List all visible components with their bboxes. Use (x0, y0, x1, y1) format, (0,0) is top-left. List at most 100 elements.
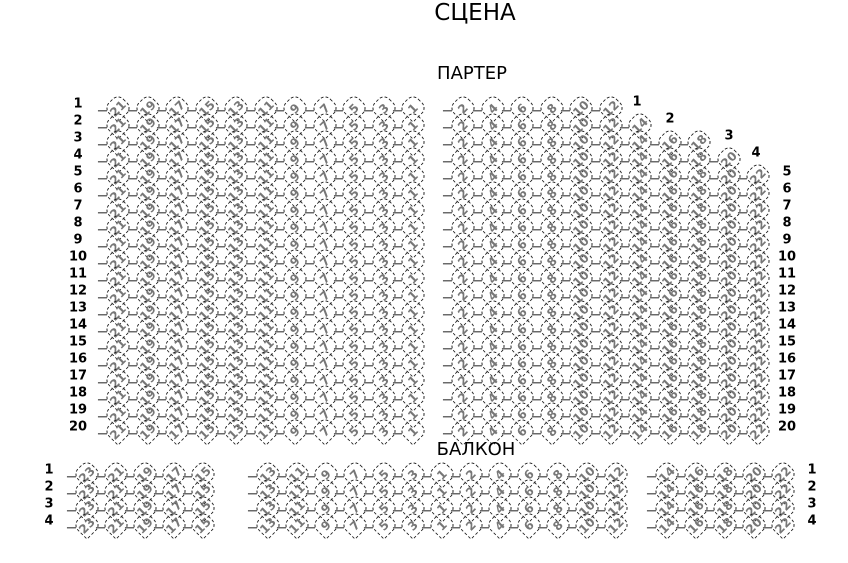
seat-number: 4 (484, 423, 501, 439)
seat-number: 1 (434, 517, 450, 533)
seat-number: 15 (192, 514, 214, 536)
seat-balcony-row-4-21[interactable]: 21 (101, 510, 131, 540)
seat-balcony-row-4-20[interactable]: 20 (739, 510, 769, 540)
seat-balcony-row-4-3[interactable]: 3 (398, 510, 428, 540)
seat-number: 3 (405, 517, 421, 533)
seat-number: 16 (685, 514, 707, 536)
seat-balcony-row-4-19[interactable]: 19 (130, 510, 160, 540)
seat-parter-row-20-3[interactable]: 3 (368, 416, 399, 446)
parter-row-label-right: 6 (782, 181, 792, 197)
seat-number: 6 (521, 517, 537, 533)
seat-number: 2 (463, 517, 479, 533)
seat-number: 21 (105, 514, 127, 536)
seat-parter-row-20-11[interactable]: 11 (250, 416, 281, 446)
balcony-row-label-right: 1 (807, 462, 817, 478)
seat-number: 5 (346, 423, 362, 439)
balcony-section-label: БАЛКОН (436, 439, 516, 460)
parter-row-label-right: 18 (777, 385, 797, 401)
parter-row-label-left: 15 (68, 334, 88, 350)
parter-row-label-left: 13 (68, 300, 88, 316)
seat-parter-row-20-9[interactable]: 9 (280, 416, 310, 446)
seat-balcony-row-4-13[interactable]: 13 (253, 510, 283, 540)
seat-balcony-row-4-16[interactable]: 16 (681, 510, 711, 540)
seat-balcony-row-4-7[interactable]: 7 (340, 510, 370, 540)
seat-parter-row-20-13[interactable]: 13 (221, 416, 251, 446)
balcony-row-label-right: 3 (807, 496, 817, 512)
seat-balcony-row-4-12[interactable]: 12 (601, 510, 631, 540)
seat-number: 22 (772, 514, 794, 536)
balcony-row-label-left: 3 (44, 496, 54, 512)
seat-number: 19 (136, 420, 159, 442)
parter-row-label-right: 19 (777, 402, 797, 418)
parter-row-label-left: 9 (73, 232, 83, 248)
parter-row-label-right: 17 (777, 368, 797, 384)
seat-parter-row-20-20[interactable]: 20 (713, 416, 744, 446)
parter-row-label-right: 7 (782, 198, 792, 214)
seat-number: 18 (714, 514, 736, 536)
seat-number: 11 (286, 514, 308, 536)
seat-parter-row-20-7[interactable]: 7 (309, 416, 340, 446)
balcony-row-label-left: 4 (44, 513, 54, 529)
balcony-row-label-right: 4 (807, 513, 817, 529)
parter-row-label-right: 9 (782, 232, 792, 248)
parter-row-label-right: 15 (777, 334, 797, 350)
seat-balcony-row-4-2[interactable]: 2 (456, 510, 486, 540)
seat-parter-row-20-15[interactable]: 15 (191, 416, 222, 446)
parter-row-label-left: 1 (73, 96, 83, 112)
seat-parter-row-20-19[interactable]: 19 (132, 416, 163, 446)
parter-row-label-left: 8 (73, 215, 83, 231)
parter-row-label-right: 13 (777, 300, 797, 316)
seat-number: 9 (287, 423, 303, 439)
seat-number: 16 (658, 420, 681, 442)
seat-parter-row-20-18[interactable]: 18 (684, 416, 714, 446)
seat-number: 7 (316, 423, 333, 439)
seat-balcony-row-4-15[interactable]: 15 (188, 510, 218, 540)
seat-balcony-row-4-8[interactable]: 8 (543, 510, 573, 540)
stage-label: СЦЕНА (434, 0, 516, 26)
seat-balcony-row-4-4[interactable]: 4 (485, 510, 515, 540)
seat-number: 18 (688, 420, 710, 442)
seat-balcony-row-4-10[interactable]: 10 (572, 510, 602, 540)
seat-balcony-row-4-5[interactable]: 5 (369, 510, 399, 540)
seat-parter-row-20-22[interactable]: 22 (743, 416, 773, 446)
seat-number: 17 (163, 514, 185, 536)
seat-number: 23 (76, 514, 98, 536)
seat-number: 12 (599, 420, 622, 442)
seat-number: 13 (225, 420, 247, 442)
seat-parter-row-20-12[interactable]: 12 (595, 416, 626, 446)
seat-balcony-row-4-1[interactable]: 1 (427, 510, 457, 540)
seat-balcony-row-4-18[interactable]: 18 (710, 510, 740, 540)
seat-parter-row-20-10[interactable]: 10 (566, 416, 596, 446)
seat-number: 8 (543, 423, 560, 439)
seat-number: 22 (747, 420, 769, 442)
seat-number: 3 (375, 423, 392, 439)
seat-number: 4 (492, 517, 508, 533)
seat-balcony-row-4-6[interactable]: 6 (514, 510, 544, 540)
seat-balcony-row-4-22[interactable]: 22 (768, 510, 798, 540)
seat-balcony-row-4-11[interactable]: 11 (282, 510, 312, 540)
seat-number: 21 (107, 420, 129, 442)
parter-row-label-left: 16 (68, 351, 88, 367)
seat-number: 20 (717, 420, 740, 442)
parter-row-label-right: 1 (632, 94, 642, 110)
seat-balcony-row-4-23[interactable]: 23 (72, 510, 102, 540)
seat-parter-row-20-5[interactable]: 5 (339, 416, 369, 446)
parter-row-label-left: 10 (68, 249, 88, 265)
seat-parter-row-20-21[interactable]: 21 (103, 416, 133, 446)
seat-parter-row-20-1[interactable]: 1 (398, 416, 428, 446)
seat-number: 7 (347, 517, 363, 533)
seat-parter-row-20-8[interactable]: 8 (536, 416, 567, 446)
seat-number: 10 (576, 514, 598, 536)
seat-parter-row-20-16[interactable]: 16 (654, 416, 685, 446)
seat-number: 11 (254, 420, 277, 442)
seat-parter-row-20-17[interactable]: 17 (162, 416, 192, 446)
seat-balcony-row-4-9[interactable]: 9 (311, 510, 341, 540)
parter-row-label-right: 3 (724, 128, 734, 144)
parter-row-label-right: 5 (782, 164, 792, 180)
parter-row-label-left: 5 (73, 164, 83, 180)
parter-row-label-left: 19 (68, 402, 88, 418)
parter-row-label-right: 8 (782, 215, 792, 231)
seat-balcony-row-4-17[interactable]: 17 (159, 510, 189, 540)
seat-parter-row-20-14[interactable]: 14 (625, 416, 655, 446)
seat-balcony-row-4-14[interactable]: 14 (652, 510, 682, 540)
